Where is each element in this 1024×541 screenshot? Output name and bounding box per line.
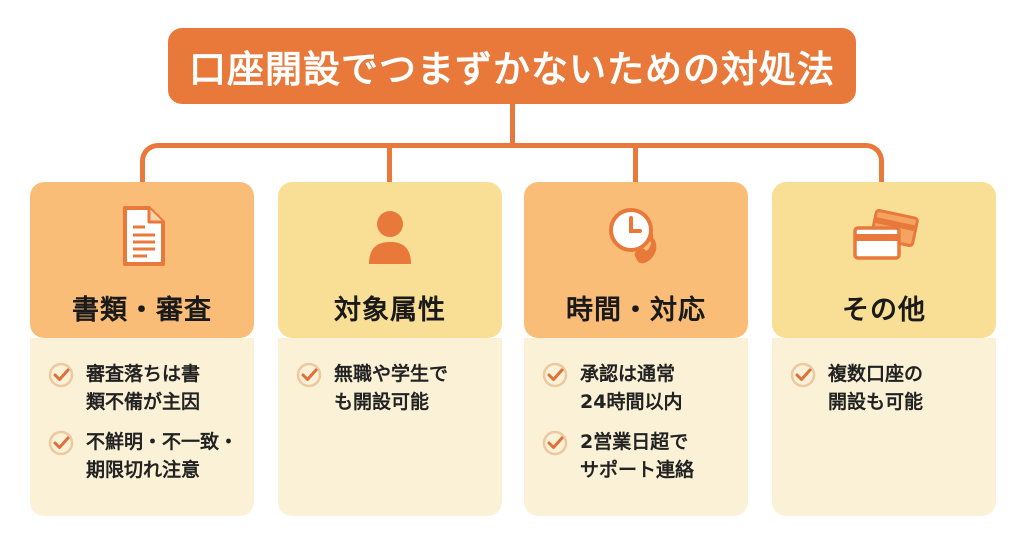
person-icon [369,211,411,264]
clock-phone-icon [609,208,657,264]
card-title: その他 [842,295,926,326]
card-other: その他 複数口座の 開設も可能 [772,182,996,516]
list-item: 無職や学生で も開設可能 [278,360,502,416]
card-title: 対象属性 [334,295,446,326]
card-header: 時間・対応 [524,182,748,338]
card-body: 審査落ちは書 類不備が主因 不鮮明・不一致・ 期限切れ注意 [30,338,254,516]
list-item: 承認は通常 24時間以内 [524,360,748,416]
card-target-attributes: 対象属性 無職や学生で も開設可能 [278,182,502,516]
connector-card-3 [633,143,638,183]
list-item: 2営業日超で サポート連絡 [524,428,748,484]
item-text: 2営業日超で サポート連絡 [580,431,695,481]
card-time-response: 時間・対応 承認は通常 24時間以内 2営業日超で サポート連絡 [524,182,748,516]
card-header: その他 [772,182,996,338]
item-text: 複数口座の 開設も可能 [828,363,924,413]
connector-branch [140,143,884,183]
card-body: 複数口座の 開設も可能 [772,338,996,516]
check-circle-icon [48,430,74,456]
card-title: 時間・対応 [566,295,706,326]
card-title: 書類・審査 [72,295,212,326]
diagram-title-box: 口座開設でつまずかないための対処法 [168,28,856,104]
connector-trunk [510,104,515,146]
card-body: 無職や学生で も開設可能 [278,338,502,516]
check-circle-icon [296,362,322,388]
item-text: 審査落ちは書 類不備が主因 [86,363,201,413]
check-circle-icon [790,362,816,388]
diagram-title: 口座開設でつまずかないための対処法 [189,48,835,91]
card-documents-review: 書類・審査 審査落ちは書 類不備が主因 不鮮明・不一致・ 期限切れ注意 [30,182,254,516]
document-icon [123,206,165,266]
connector-card-2 [387,143,392,183]
check-circle-icon [48,362,74,388]
check-circle-icon [542,362,568,388]
card-header: 書類・審査 [30,182,254,338]
list-item: 不鮮明・不一致・ 期限切れ注意 [30,428,254,484]
item-text: 承認は通常 24時間以内 [580,363,683,413]
credit-cards-icon [853,209,919,260]
item-text: 無職や学生で も開設可能 [334,363,449,413]
item-text: 不鮮明・不一致・ 期限切れ注意 [86,431,239,481]
list-item: 複数口座の 開設も可能 [772,360,996,416]
card-body: 承認は通常 24時間以内 2営業日超で サポート連絡 [524,338,748,516]
card-header: 対象属性 [278,182,502,338]
list-item: 審査落ちは書 類不備が主因 [30,360,254,416]
check-circle-icon [542,430,568,456]
